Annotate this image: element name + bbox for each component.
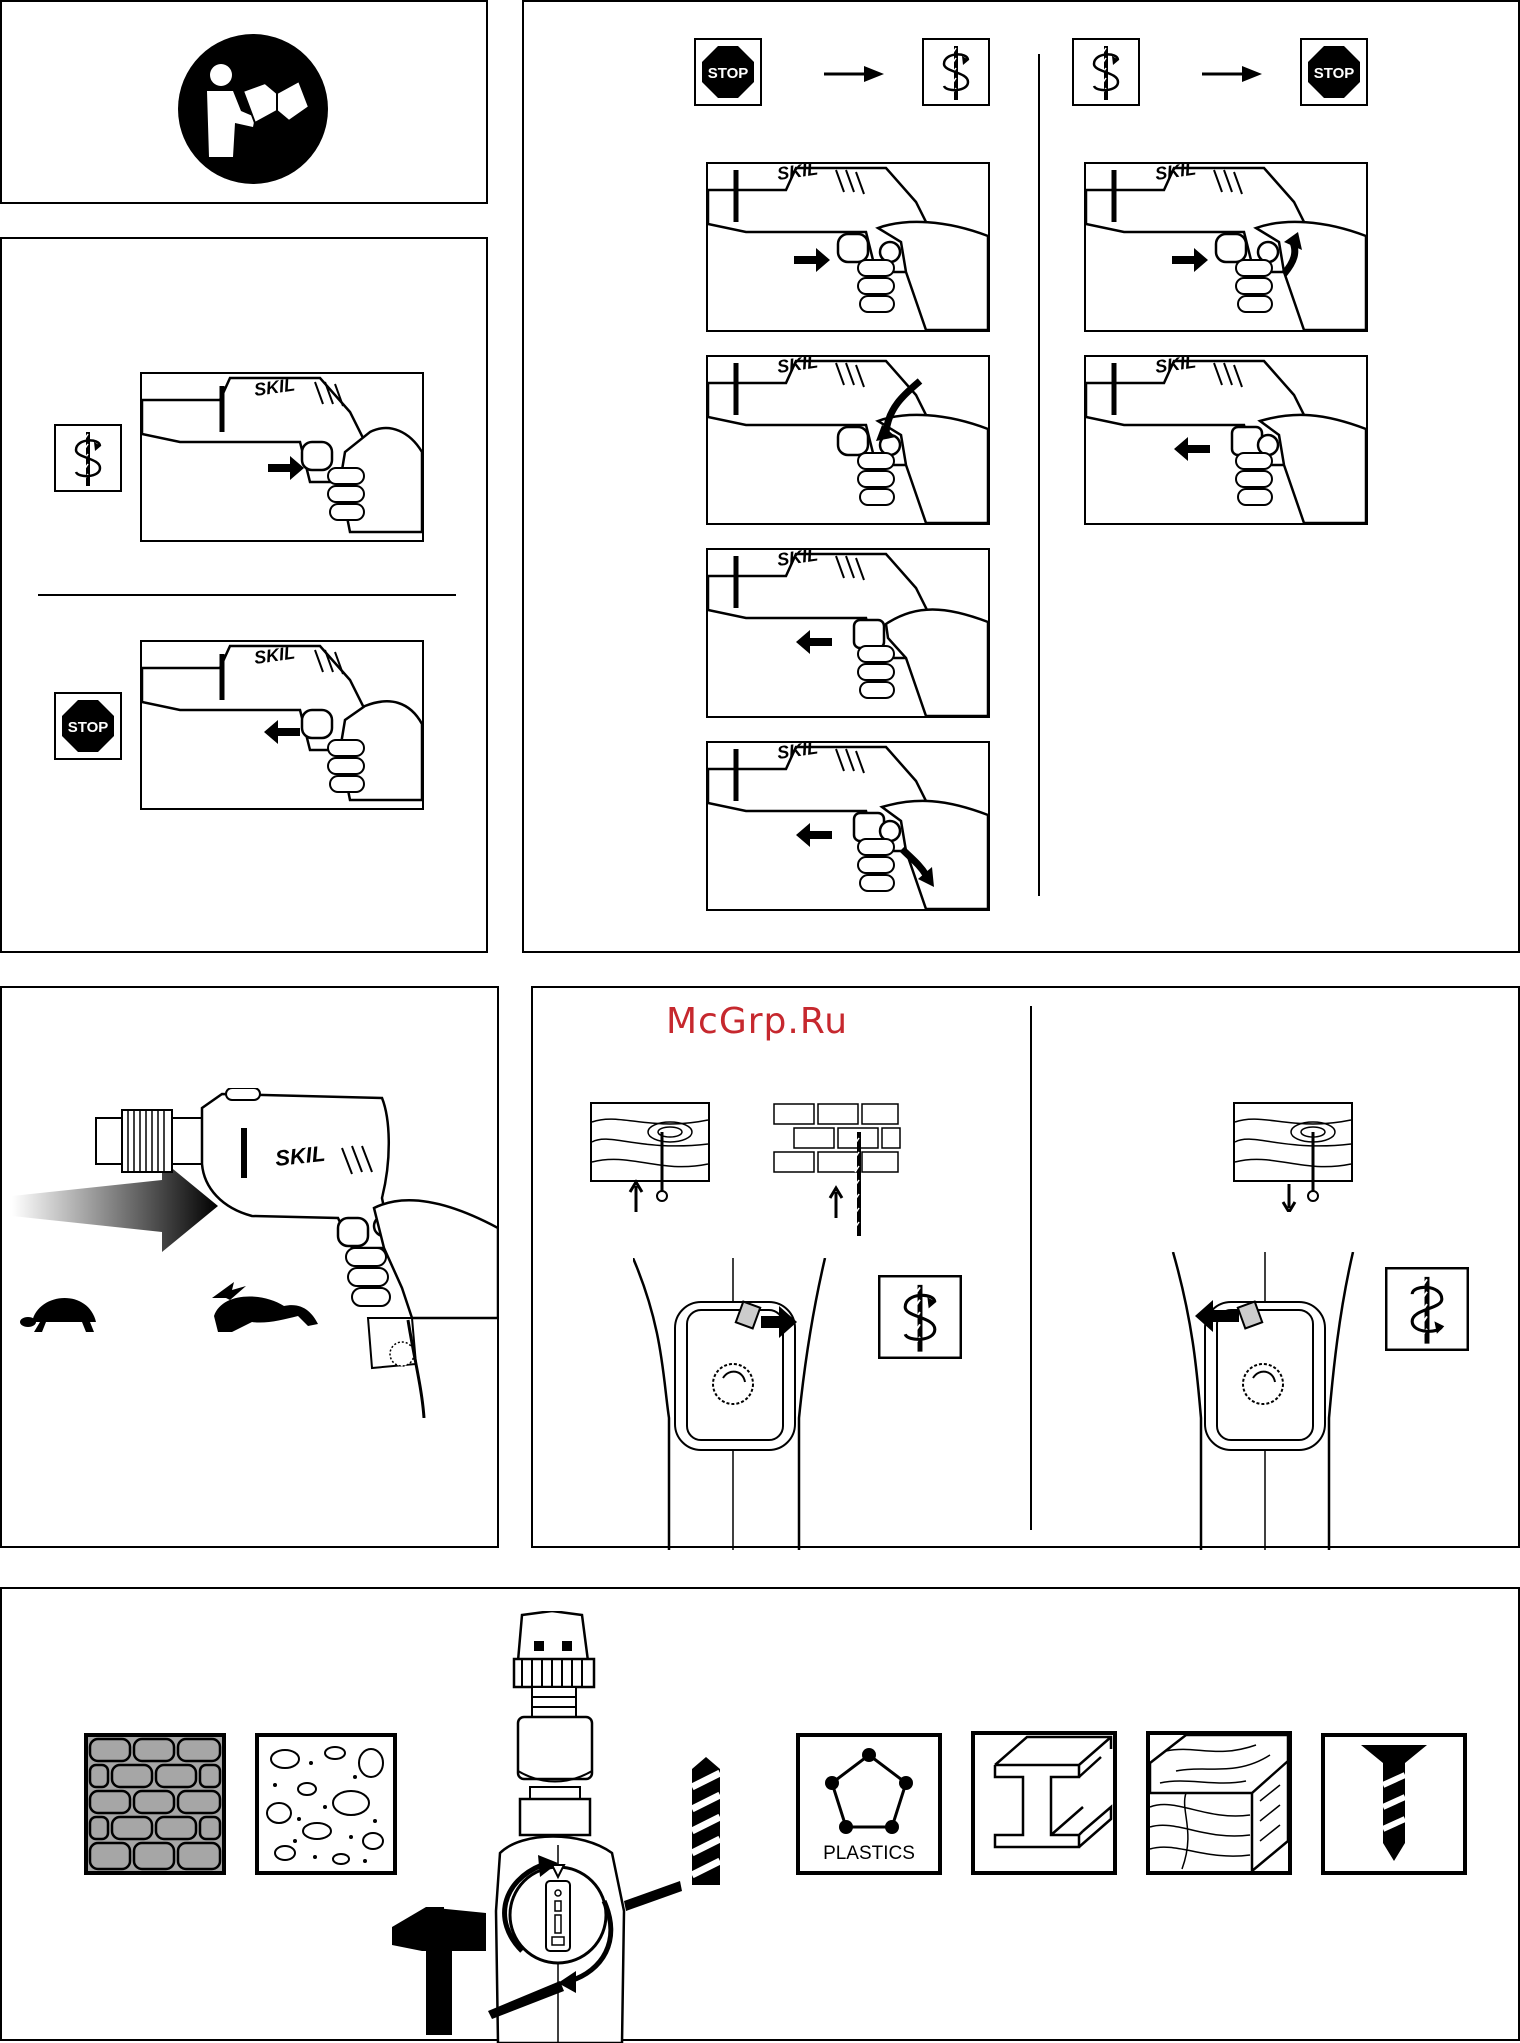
lock-on-step-2: SKIL [706,355,990,525]
arrow-right-icon [824,64,884,84]
bit-rotation-icon [1072,38,1140,106]
manual-panel [0,0,488,204]
hammer-icon [392,1907,488,2035]
column-divider [1030,1006,1032,1530]
wood-screw-in-illustration [590,1102,710,1212]
steel-beam-icon [971,1731,1117,1875]
reversing-panel: McGrp.Ru [531,986,1520,1548]
column-divider [1038,54,1040,896]
stop-sign-label: STOP [68,719,109,736]
divider-line [38,594,456,596]
lock-on-step-4: SKIL [706,741,990,911]
speed-control-panel: SKIL [0,986,499,1548]
wood-icon [1146,1731,1292,1875]
rabbit-fast-icon [212,1282,318,1332]
stop-sign-icon: STOP [54,692,122,760]
bit-rotation-icon [922,38,990,106]
brick-wall-icon [84,1733,226,1875]
brick-drilling-illustration [772,1102,902,1238]
plastics-label: PLASTICS [823,1843,915,1864]
bit-rotation-icon [54,424,122,492]
lock-on-step-3: SKIL [706,548,990,718]
plastics-icon: PLASTICS [796,1733,942,1875]
stop-sign-label: STOP [708,65,749,82]
stop-sign-icon: STOP [694,38,762,106]
trigger-panel: SKIL STOP SKIL [0,237,488,953]
stop-sign-icon: STOP [1300,38,1368,106]
arrow-right-icon [1202,64,1262,84]
variable-speed-illustration: SKIL [12,1088,498,1418]
mode-selector-panel: PLASTICS [0,1587,1520,2041]
brand-logo: SKIL [274,1141,326,1171]
concrete-icon [255,1733,397,1875]
lock-on-panel: STOP STOP SKIL [522,0,1520,953]
turtle-slow-icon [20,1298,96,1332]
lock-on-step-1: SKIL [706,162,990,332]
stop-sign-label: STOP [1314,65,1355,82]
watermark: McGrp.Ru [666,1001,848,1042]
speed-gradient-arrow [12,1160,218,1252]
read-manual-icon [177,33,329,185]
lock-off-step-1: SKIL [1084,162,1368,332]
reverse-switch-forward-illustration [633,1258,833,1550]
bit-rotation-icon [878,1275,962,1359]
reverse-switch-reverse-illustration [1143,1252,1363,1550]
bit-rotation-reverse-icon [1385,1267,1469,1351]
screw-icon [1321,1733,1467,1875]
drill-trigger-release-illustration: SKIL [140,640,424,810]
lock-off-step-2: SKIL [1084,355,1368,525]
wood-screw-out-illustration [1233,1102,1353,1212]
drill-bit-icon [688,1757,724,1885]
drill-trigger-press-illustration: SKIL [140,372,424,542]
